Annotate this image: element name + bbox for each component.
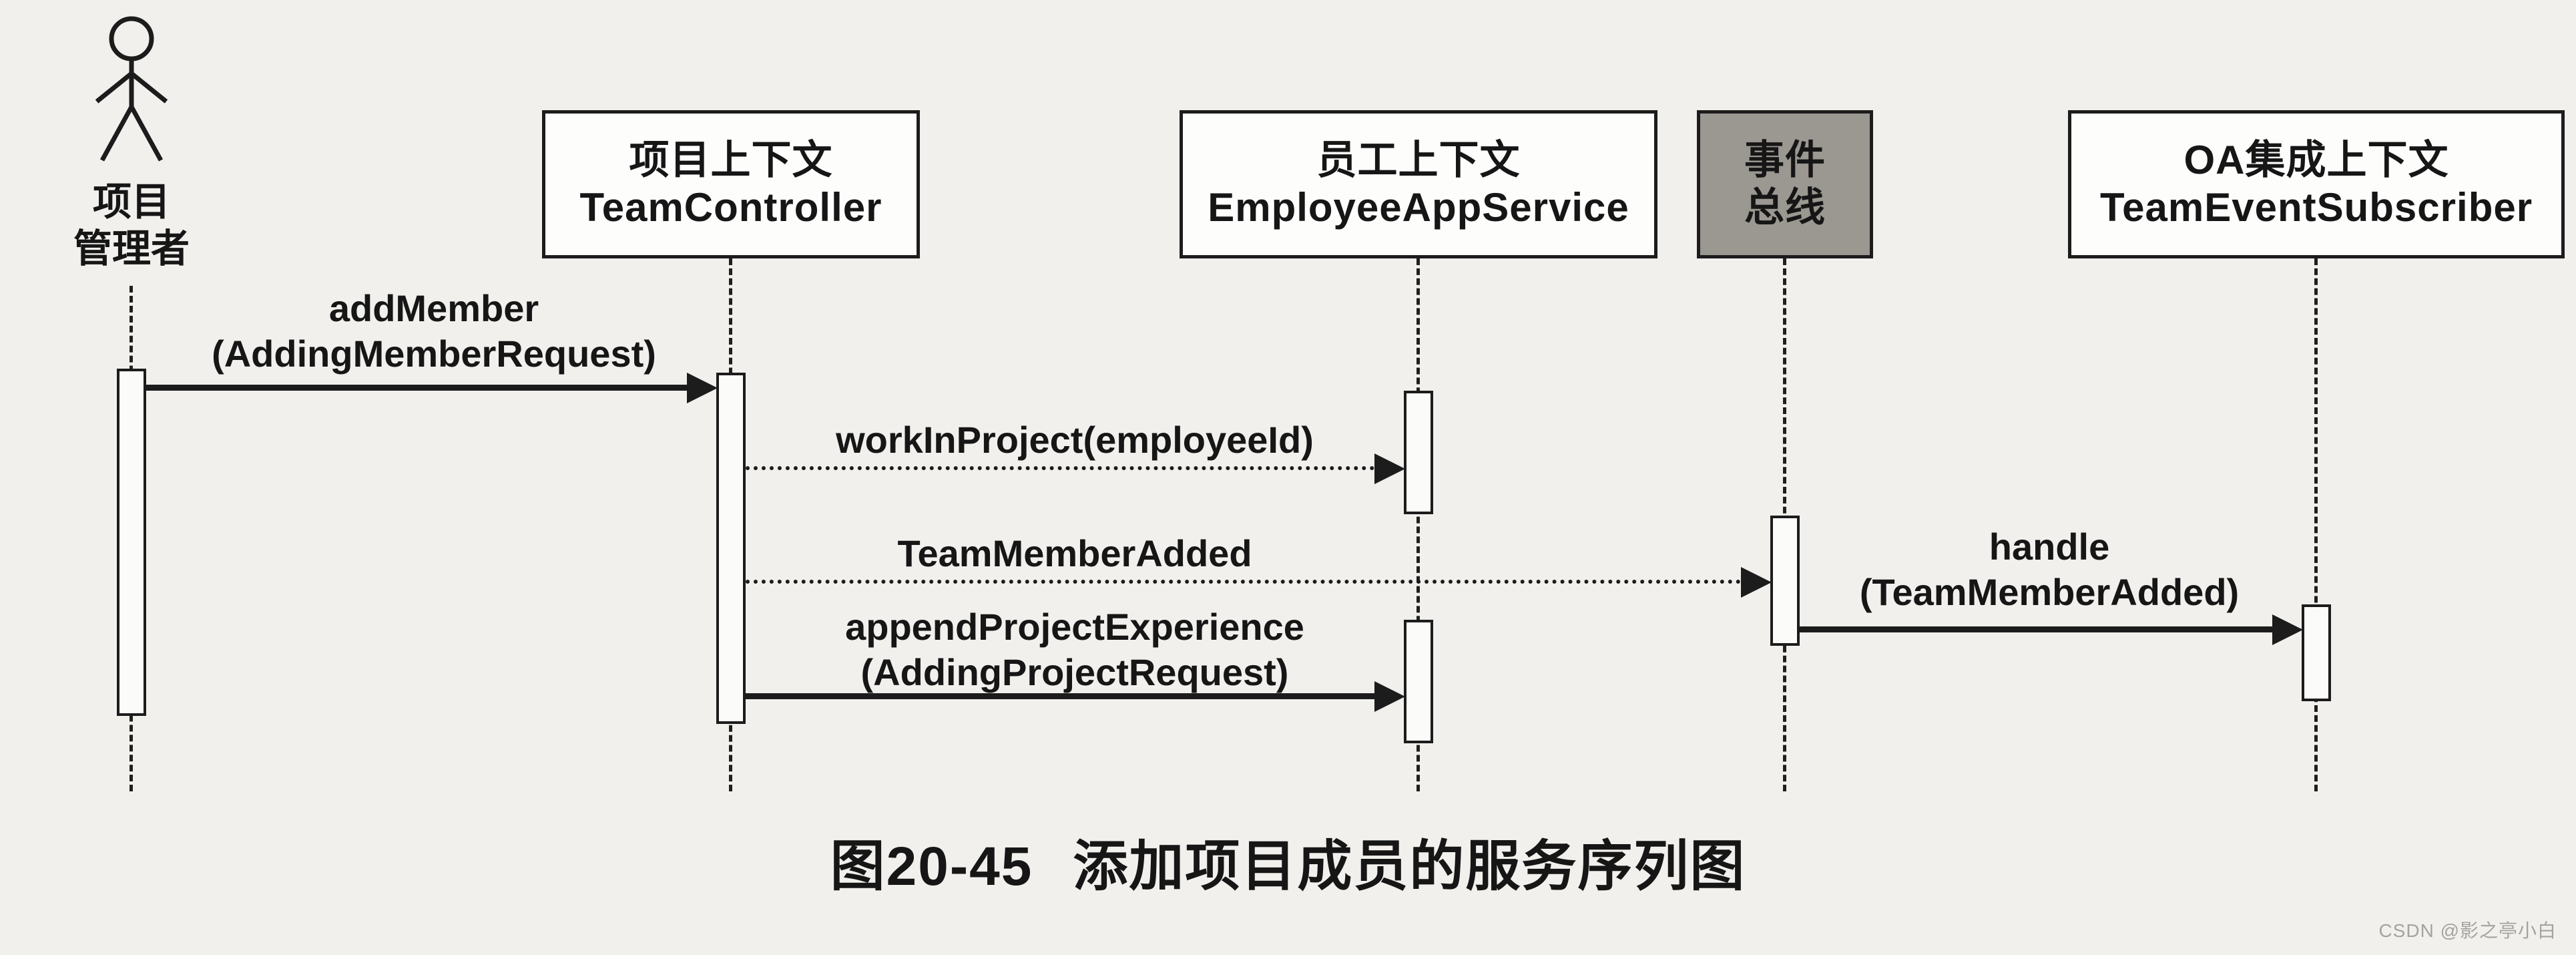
arrowhead-icon <box>1741 567 1772 598</box>
message-appendprojectexperience-arrow <box>746 693 1374 699</box>
activation-actor <box>117 369 146 716</box>
actor-label-line2: 管理者 <box>73 226 190 270</box>
message-teammemberadded-label: TeamMemberAdded <box>774 531 1375 576</box>
message-handle-arrow <box>1800 626 2272 632</box>
participant-team-controller-cn: 项目上下文 <box>629 138 833 183</box>
participant-event-bus-line1: 事件 <box>1744 138 1826 183</box>
message-workinproject-label-line1: workInProject(employeeId) <box>836 419 1314 461</box>
lifeline-employee-app-service <box>1416 258 1420 791</box>
figure-number: 图20-45 <box>830 836 1033 897</box>
activation-event-bus <box>1770 516 1800 646</box>
message-appendprojectexperience-label-line2: (AddingProjectRequest) <box>860 651 1289 694</box>
participant-employee-app-service: 员工上下文 EmployeeAppService <box>1180 110 1657 258</box>
activation-employee-app-service-1 <box>1404 391 1433 514</box>
message-workinproject-label: workInProject(employeeId) <box>774 417 1375 463</box>
participant-employee-app-service-cn: 员工上下文 <box>1316 138 1521 183</box>
message-handle-label-line2: (TeamMemberAdded) <box>1859 571 2240 614</box>
message-addmember-label-line2: (AddingMemberRequest) <box>212 333 656 375</box>
arrowhead-icon <box>687 373 718 403</box>
participant-event-bus-line2: 总线 <box>1744 185 1826 230</box>
message-appendprojectexperience-label: appendProjectExperience (AddingProjectRe… <box>754 604 1395 696</box>
arrowhead-icon <box>1374 453 1405 484</box>
activation-team-event-subscriber <box>2302 604 2331 701</box>
actor-label-line1: 项目 <box>92 180 170 224</box>
activation-employee-app-service-2 <box>1404 620 1433 743</box>
message-addmember-label-line1: addMember <box>328 287 539 329</box>
activation-team-controller <box>716 373 746 724</box>
figure-title: 添加项目成员的服务序列图 <box>1073 836 1746 897</box>
participant-team-event-subscriber-en: TeamEventSubscriber <box>2099 185 2533 230</box>
participant-team-controller: 项目上下文 TeamController <box>542 110 920 258</box>
actor-icon <box>95 16 168 162</box>
participant-team-event-subscriber-cn: OA集成上下文 <box>2183 138 2449 183</box>
message-teammemberadded-arrow <box>746 580 1741 584</box>
message-workinproject-arrow <box>746 466 1374 470</box>
message-teammemberadded-label-line1: TeamMemberAdded <box>897 532 1252 574</box>
message-appendprojectexperience-label-line1: appendProjectExperience <box>845 606 1304 648</box>
lifeline-team-event-subscriber <box>2314 258 2318 791</box>
participant-event-bus: 事件 总线 <box>1697 110 1873 258</box>
participant-employee-app-service-en: EmployeeAppService <box>1208 185 1629 230</box>
participant-team-event-subscriber: OA集成上下文 TeamEventSubscriber <box>2068 110 2565 258</box>
message-addmember-arrow <box>146 385 687 391</box>
arrowhead-icon <box>1374 681 1405 712</box>
message-handle-label: handle (TeamMemberAdded) <box>1816 524 2283 616</box>
watermark: CSDN @影之亭小白 <box>2378 920 2557 941</box>
message-handle-label-line1: handle <box>1989 526 2110 568</box>
arrowhead-icon <box>2272 614 2303 645</box>
message-addmember-label: addMember (AddingMemberRequest) <box>167 286 701 377</box>
actor-label: 项目 管理者 <box>37 179 226 272</box>
participant-team-controller-en: TeamController <box>579 185 882 230</box>
figure-caption: 图20-45 添加项目成员的服务序列图 <box>0 821 2576 901</box>
